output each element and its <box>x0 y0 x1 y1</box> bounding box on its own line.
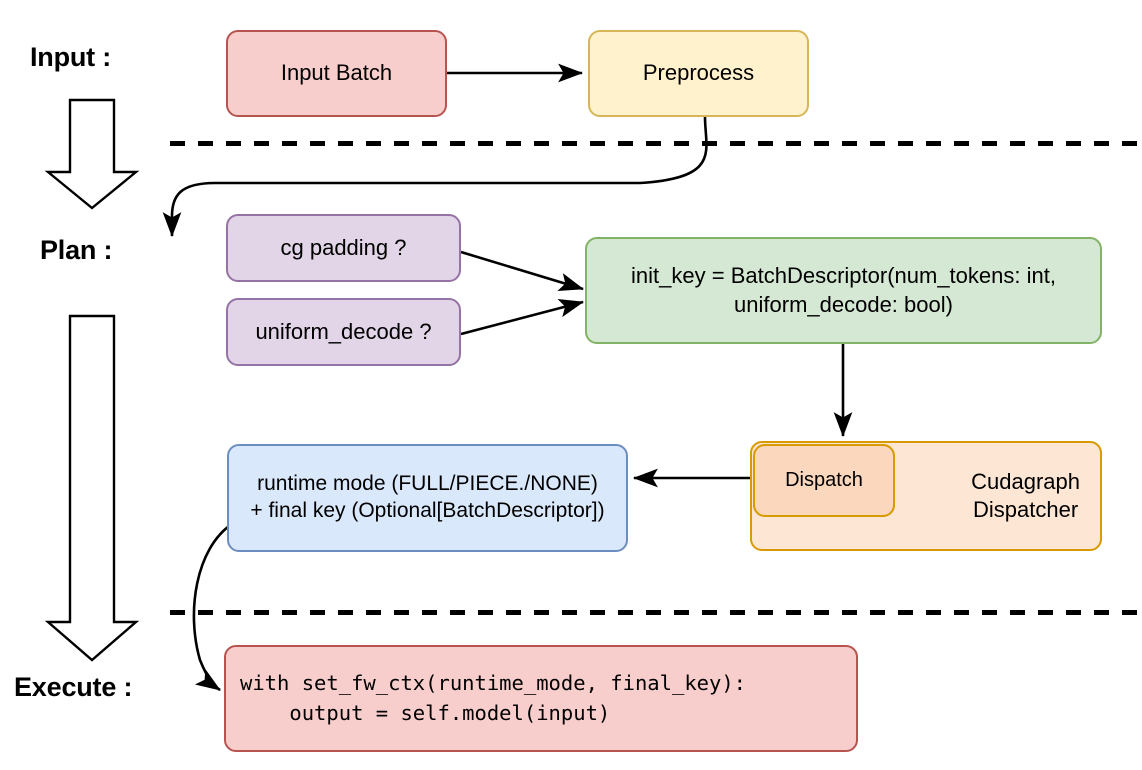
node-execute-code-label: with set_fw_ctx(runtime_mode, final_key)… <box>240 670 747 725</box>
node-init-key-line-2: uniform_decode: bool) <box>734 291 953 317</box>
node-init-key-line-1: init_key = BatchDescriptor(num_tokens: i… <box>631 263 1056 289</box>
node-runtime-mode-line-2: + final key (Optional[BatchDescriptor]) <box>250 499 605 522</box>
node-input-batch[interactable]: Input Batch <box>226 30 447 117</box>
node-input-batch-label: Input Batch <box>280 60 393 86</box>
stage-label-execute: Execute : <box>14 672 133 702</box>
node-cudagraph-dispatcher-line-2: Dispatcher <box>972 497 1079 522</box>
node-cg-padding[interactable]: cg padding ? <box>226 214 461 282</box>
node-runtime-mode-line-1: runtime mode (FULL/PIECE./NONE) <box>257 472 598 496</box>
stage-arrow-input-to-plan <box>44 98 140 210</box>
node-cudagraph-dispatcher-label: Cudagraph Dispatcher <box>971 468 1080 524</box>
node-cg-padding-label: cg padding ? <box>280 234 407 260</box>
node-runtime-mode-label: runtime mode (FULL/PIECE./NONE) + final … <box>239 471 616 525</box>
stage-label-input: Input : <box>30 42 112 72</box>
arrow-cg-padding-to-init-key <box>460 250 584 292</box>
node-uniform-decode-label: uniform_decode ? <box>255 318 432 344</box>
node-init-key-label: init_key = BatchDescriptor(num_tokens: i… <box>597 262 1090 318</box>
stage-arrow-plan-to-execute <box>44 314 140 662</box>
node-cudagraph-dispatcher-line-1: Cudagraph <box>971 468 1080 494</box>
node-init-key[interactable]: init_key = BatchDescriptor(num_tokens: i… <box>585 237 1102 344</box>
node-dispatch[interactable]: Dispatch <box>753 444 895 517</box>
arrow-uniform-decode-to-init-key <box>460 299 585 336</box>
node-dispatch-label: Dispatch <box>785 468 863 491</box>
node-runtime-mode[interactable]: runtime mode (FULL/PIECE./NONE) + final … <box>227 444 628 552</box>
node-preprocess-label: Preprocess <box>642 60 755 86</box>
stage-label-plan: Plan : <box>40 235 113 265</box>
node-preprocess[interactable]: Preprocess <box>588 30 809 117</box>
node-execute-code[interactable]: with set_fw_ctx(runtime_mode, final_key)… <box>224 645 858 752</box>
node-uniform-decode[interactable]: uniform_decode ? <box>226 298 461 366</box>
